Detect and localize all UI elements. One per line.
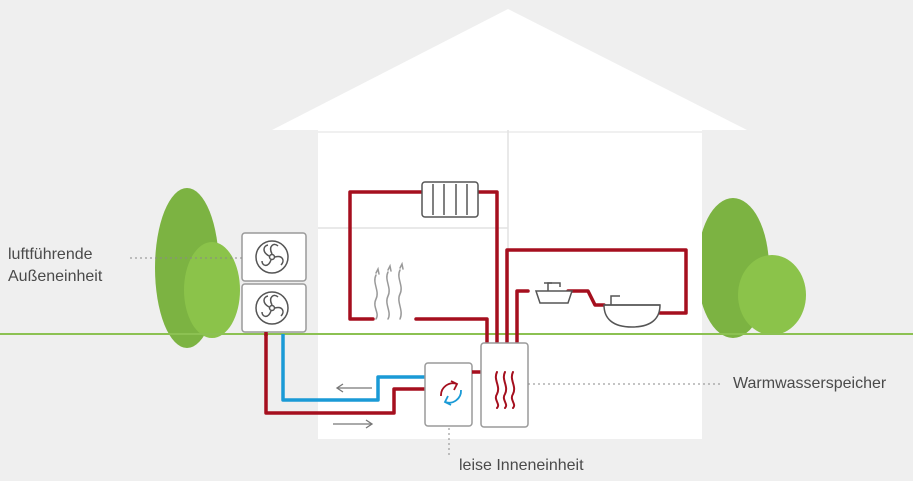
supply-pipe [264, 334, 425, 415]
bathtub-icon [603, 295, 661, 328]
heat-waves-icon [494, 371, 516, 409]
return-pipe [281, 334, 425, 402]
heat-waves-icon [374, 261, 404, 320]
arrow-left-icon [335, 383, 372, 393]
tree-right [697, 198, 806, 338]
hot-water-tank-label: Warmwasserspeicher [733, 375, 887, 392]
indoor-unit-label: leise Inneneinheit [459, 457, 584, 474]
hot-water-pipe [505, 248, 688, 345]
radiator-icon [421, 181, 479, 218]
heating-pipe [348, 190, 499, 345]
indoor-unit [424, 362, 473, 427]
arrow-right-icon [333, 419, 374, 429]
sink-icon [534, 282, 574, 304]
outdoor-unit-label-line1: luftführende [8, 246, 93, 263]
circulation-icon [440, 380, 462, 406]
fan-icon [255, 291, 289, 325]
outdoor-unit [241, 232, 307, 333]
outdoor-unit-label: luftführende Außeneinheit [8, 244, 102, 288]
tree-left [155, 188, 240, 348]
hot-water-tank [480, 342, 529, 428]
outdoor-unit-label-line2: Außeneinheit [8, 268, 103, 285]
fan-icon [255, 240, 289, 274]
